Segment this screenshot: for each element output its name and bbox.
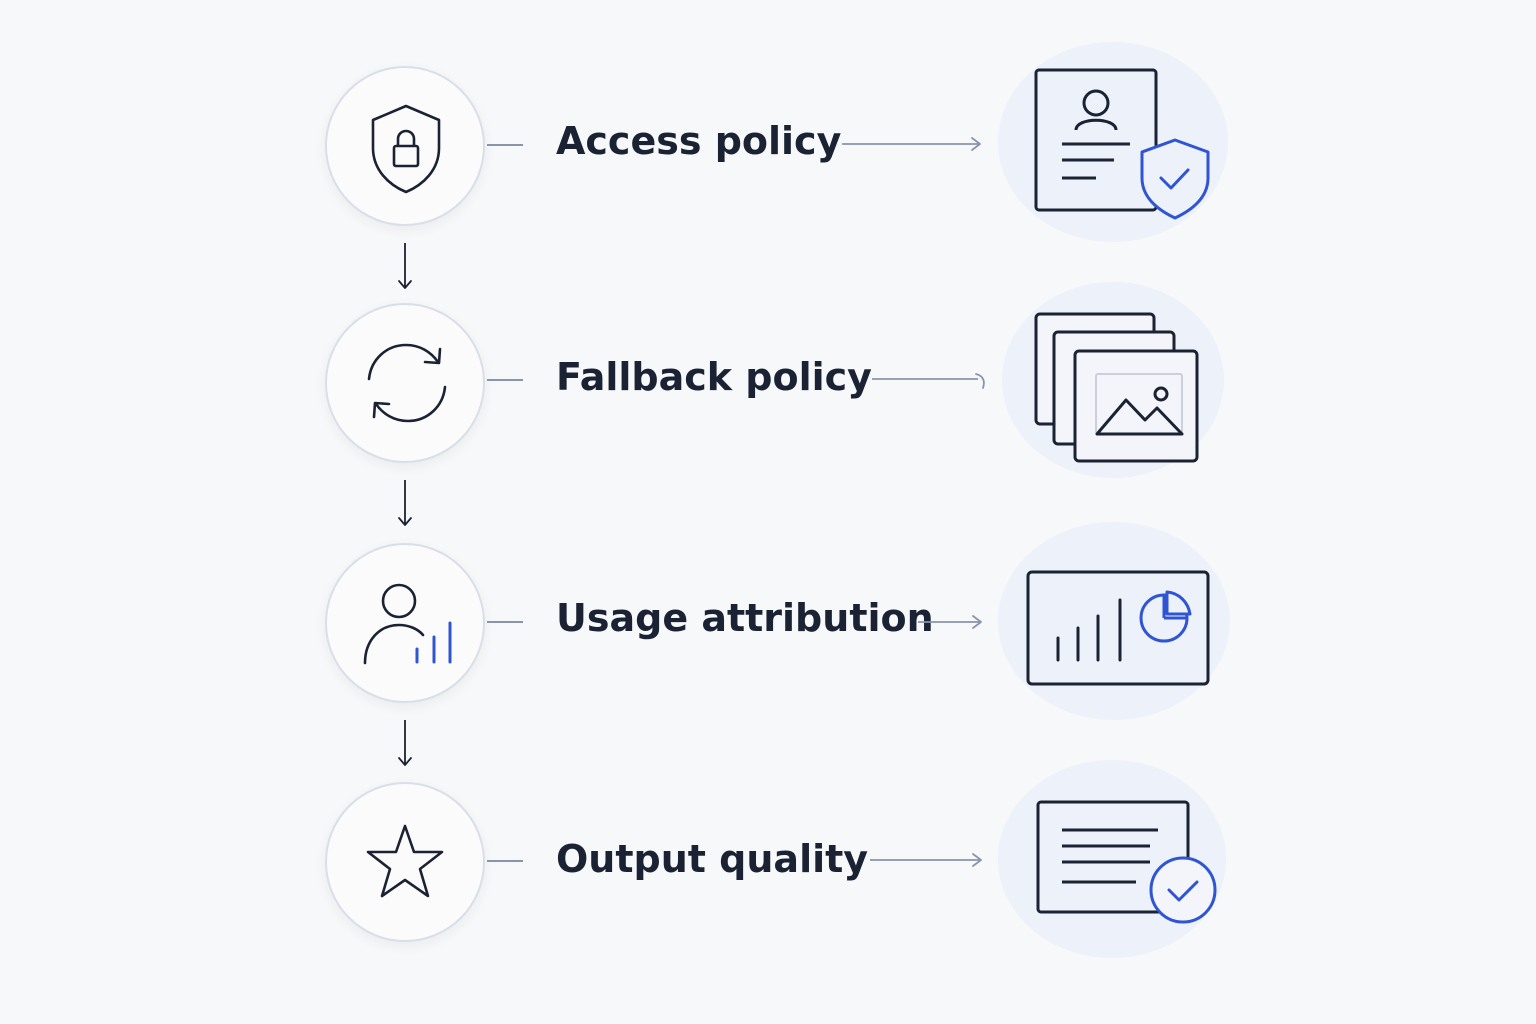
access-policy-arrow: [842, 137, 981, 151]
fallback-policy-node: [325, 303, 485, 463]
star-icon: [366, 824, 444, 898]
fallback-policy-arrow: [872, 373, 985, 389]
fallback-policy-stub: [487, 379, 523, 381]
usage-attribution-stub: [487, 621, 523, 623]
down-arrow-3: [398, 720, 412, 766]
dashboard-chart-icon: [1026, 570, 1210, 686]
usage-attribution-label: Usage attribution: [556, 596, 934, 640]
output-quality-node: [325, 782, 485, 942]
usage-attribution-arrow: [918, 615, 982, 629]
user-bar-chart-icon: [363, 583, 452, 665]
document-shield-icon: [1034, 68, 1210, 220]
output-quality-stub: [487, 860, 523, 862]
down-arrow-2: [398, 480, 412, 526]
usage-attribution-halo: [998, 522, 1230, 720]
access-policy-stub: [487, 144, 523, 146]
output-quality-arrow: [870, 853, 982, 867]
usage-attribution-node: [325, 543, 485, 703]
refresh-cycle-icon: [367, 343, 447, 423]
access-policy-label: Access policy: [556, 119, 842, 163]
down-arrow-1: [398, 243, 412, 289]
stacked-images-icon: [1034, 312, 1199, 463]
fallback-policy-label: Fallback policy: [556, 355, 872, 399]
access-policy-node: [325, 66, 485, 226]
output-quality-label: Output quality: [556, 837, 869, 881]
document-check-icon: [1036, 800, 1217, 924]
shield-lock-icon: [371, 104, 441, 194]
